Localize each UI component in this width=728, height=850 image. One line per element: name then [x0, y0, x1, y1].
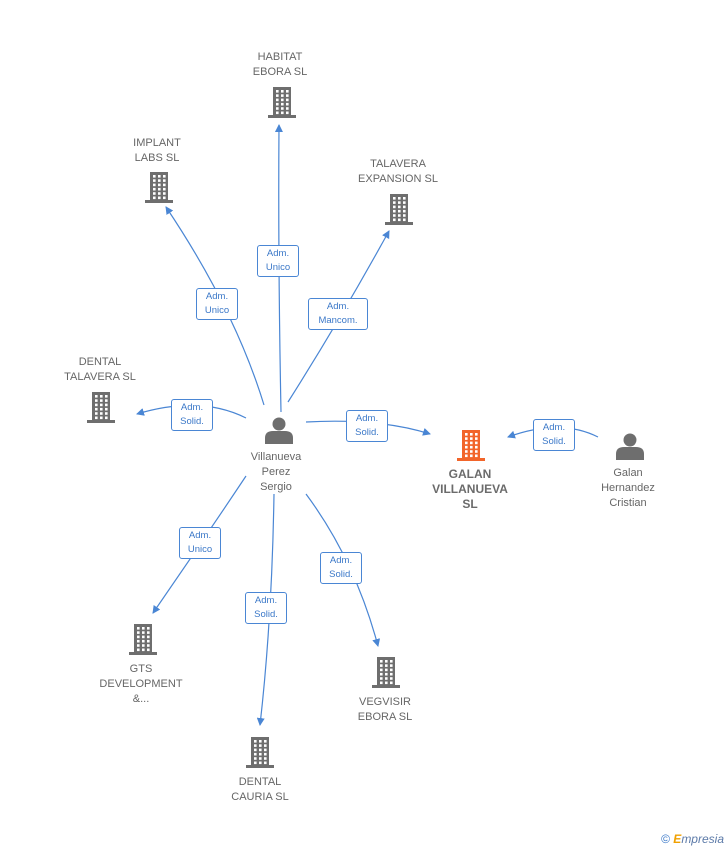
node-label-implant[interactable]: IMPLANT LABS SL	[133, 137, 181, 164]
brand-text: mpresia	[681, 832, 724, 846]
edge-role-label[interactable]: Adm. Solid.	[171, 399, 213, 431]
node-label-galan-sl[interactable]: GALAN VILLANUEVA SL	[432, 467, 508, 511]
footer-brand: © Empresia	[661, 832, 724, 846]
edge-role-label[interactable]: Adm. Solid.	[346, 410, 388, 442]
edge-role-label[interactable]: Adm. Mancom.	[308, 298, 368, 330]
building-icon[interactable]	[372, 657, 400, 688]
node-label-dental-talavera[interactable]: DENTAL TALAVERA SL	[64, 356, 136, 383]
building-icon[interactable]	[246, 737, 274, 768]
edge-role-label[interactable]: Adm. Unico	[196, 288, 238, 320]
person-icon[interactable]	[616, 433, 644, 461]
person-icon[interactable]	[265, 417, 293, 445]
building-icon[interactable]	[385, 194, 413, 225]
node-label-vegvisir[interactable]: VEGVISIR EBORA SL	[357, 696, 413, 723]
node-label-sergio[interactable]: Villanueva Perez Sergio	[250, 451, 302, 493]
copyright-symbol: ©	[661, 832, 670, 846]
edge-role-label[interactable]: Adm. Solid.	[533, 419, 575, 451]
building-icon[interactable]	[87, 392, 115, 423]
node-label-cristian[interactable]: Galan Hernandez Cristian	[601, 467, 655, 509]
brand-mark: E	[673, 832, 682, 846]
edge-role-label[interactable]: Adm. Solid.	[245, 592, 287, 624]
building-icon[interactable]	[268, 87, 296, 118]
edge-role-label[interactable]: Adm. Unico	[257, 245, 299, 277]
building-icon[interactable]	[129, 624, 157, 655]
node-label-habitat[interactable]: HABITAT EBORA SL	[252, 51, 308, 78]
building-icon[interactable]	[457, 430, 485, 461]
node-label-talavera-exp[interactable]: TALAVERA EXPANSION SL	[358, 158, 438, 185]
edge-role-label[interactable]: Adm. Solid.	[320, 552, 362, 584]
node-label-gts[interactable]: GTS DEVELOPMENT &...	[99, 663, 183, 705]
node-label-dental-cauria[interactable]: DENTAL CAURIA SL	[231, 776, 289, 803]
edge-role-label[interactable]: Adm. Unico	[179, 527, 221, 559]
building-icon[interactable]	[145, 172, 173, 203]
